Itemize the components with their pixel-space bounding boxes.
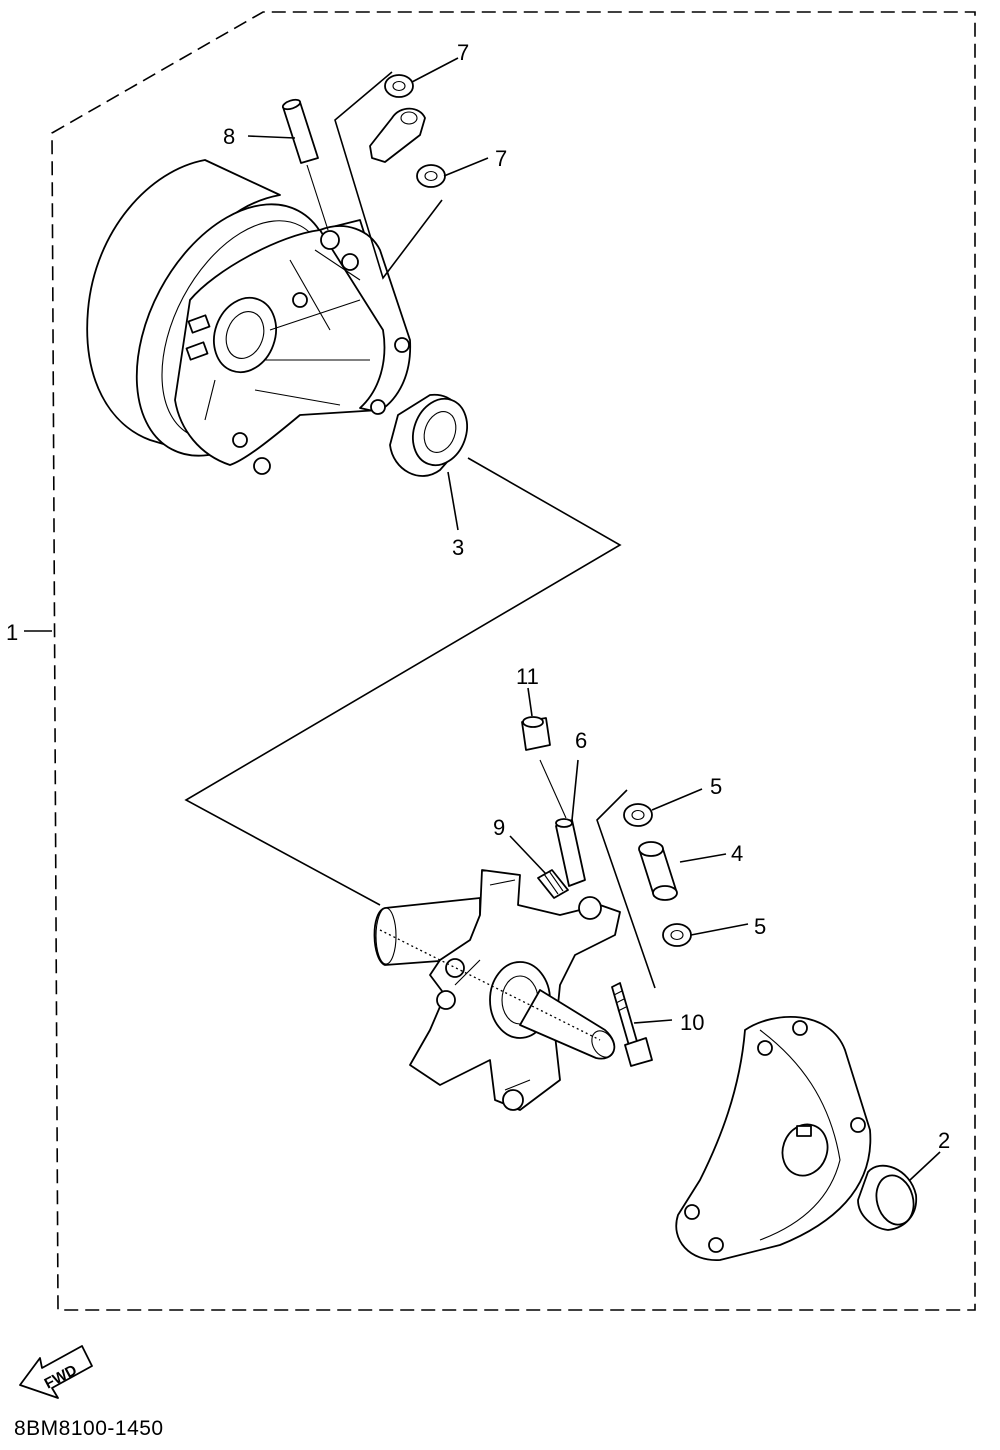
spider-assembly bbox=[373, 869, 621, 1111]
part-10-bolt bbox=[611, 982, 653, 1067]
part-7-washer-upper bbox=[384, 74, 414, 98]
callout-8: 8 bbox=[223, 124, 235, 149]
weight-arm-bracket bbox=[369, 107, 426, 163]
part-2-bushing bbox=[857, 1164, 917, 1231]
roller-guide-lines bbox=[596, 789, 656, 989]
leader-lines bbox=[247, 57, 941, 1181]
callout-5-lower: 5 bbox=[754, 914, 766, 939]
callout-2: 2 bbox=[938, 1128, 950, 1153]
cover-plate bbox=[675, 1015, 872, 1261]
part-7-washer-lower bbox=[416, 164, 446, 188]
part-11-cap-nut bbox=[521, 716, 567, 819]
callout-10: 10 bbox=[680, 1010, 704, 1035]
part-4-roller bbox=[638, 841, 678, 901]
primary-sheave-housing bbox=[86, 159, 412, 475]
leader-3 bbox=[447, 471, 459, 531]
callout-7-upper: 7 bbox=[457, 40, 469, 65]
fwd-arrow-icon: FWD bbox=[19, 1345, 93, 1399]
callout-11: 11 bbox=[516, 664, 539, 689]
part-8-pin bbox=[281, 98, 329, 231]
drawing-code: 8BM8100-1450 bbox=[14, 1417, 164, 1440]
assembly-path-line bbox=[184, 457, 622, 906]
part-5-washer-upper bbox=[623, 803, 653, 827]
assembly-boundary bbox=[51, 11, 976, 1311]
callout-1: 1 bbox=[6, 620, 18, 645]
callout-labels: 1 2 3 4 5 5 6 7 7 8 9 10 11 bbox=[6, 40, 950, 1153]
callout-6: 6 bbox=[575, 728, 587, 753]
callout-3: 3 bbox=[452, 535, 464, 560]
callout-5-upper: 5 bbox=[710, 774, 722, 799]
part-6-pin bbox=[555, 818, 586, 887]
callout-4: 4 bbox=[731, 841, 743, 866]
part-5-washer-lower bbox=[662, 923, 692, 947]
bracket-guide-lines bbox=[334, 71, 443, 280]
part-9-set-screw bbox=[537, 869, 569, 899]
part-3-sleeve bbox=[389, 393, 468, 477]
callout-7-lower: 7 bbox=[495, 146, 507, 171]
callout-9: 9 bbox=[493, 815, 505, 840]
